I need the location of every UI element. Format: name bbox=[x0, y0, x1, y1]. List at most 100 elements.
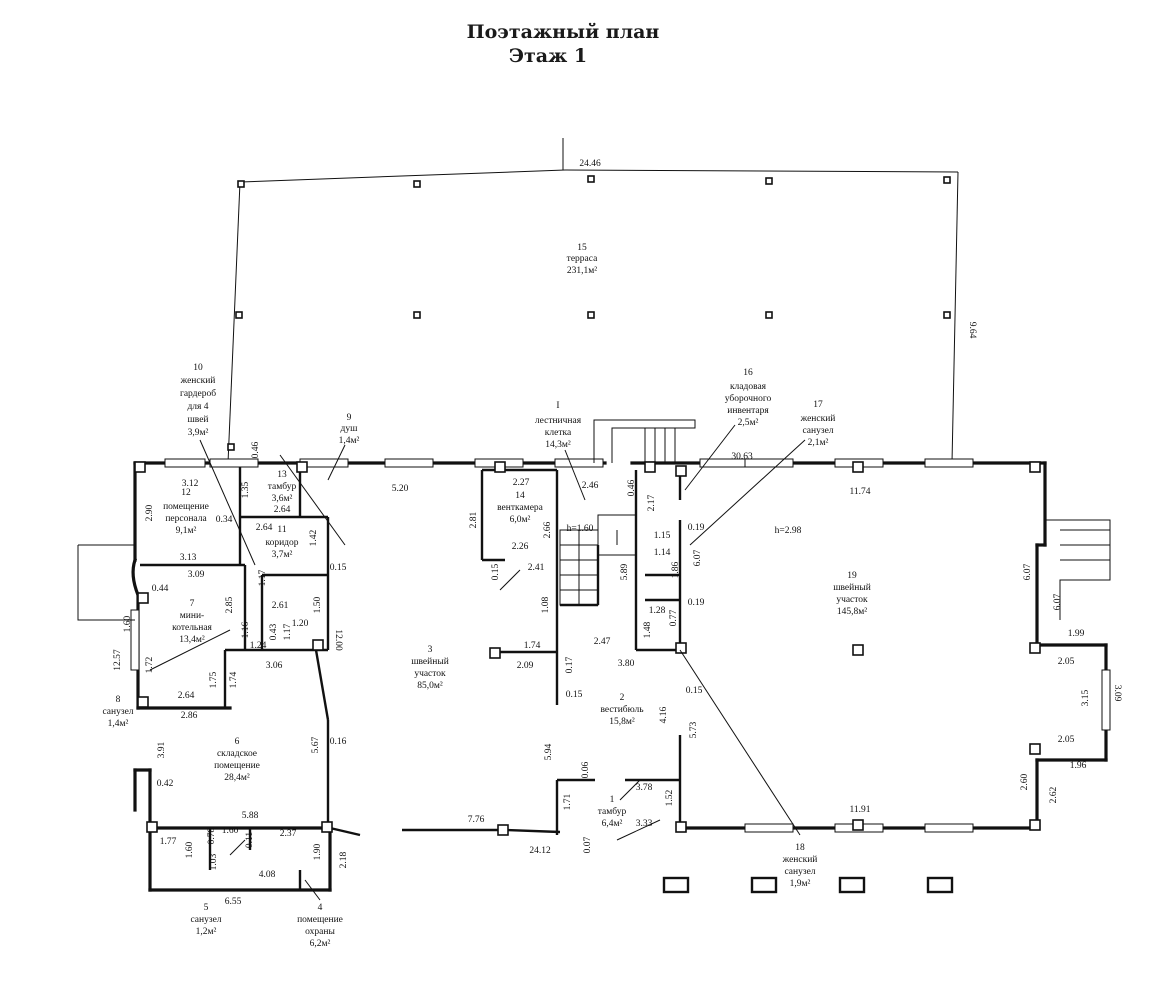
svg-text:1.71: 1.71 bbox=[563, 793, 573, 810]
svg-text:охраны: охраны bbox=[305, 927, 335, 937]
svg-text:3.80: 3.80 bbox=[618, 659, 635, 669]
svg-text:женский: женский bbox=[782, 854, 818, 865]
svg-text:1.35: 1.35 bbox=[241, 481, 251, 498]
svg-text:1.28: 1.28 bbox=[649, 606, 666, 616]
svg-text:5.88: 5.88 bbox=[242, 811, 259, 821]
svg-text:5.73: 5.73 bbox=[689, 721, 699, 738]
svg-text:помещение: помещение bbox=[297, 915, 343, 925]
svg-text:2.05: 2.05 bbox=[1058, 735, 1075, 745]
svg-text:0.11: 0.11 bbox=[245, 832, 255, 849]
svg-text:2.05: 2.05 bbox=[1058, 657, 1075, 667]
svg-text:1.50: 1.50 bbox=[313, 596, 323, 613]
svg-text:1.20: 1.20 bbox=[292, 619, 309, 629]
plan-title-line2: Этаж 1 bbox=[509, 45, 587, 67]
svg-text:душ: душ bbox=[341, 424, 359, 434]
svg-text:30.63: 30.63 bbox=[731, 452, 753, 462]
svg-text:участок: участок bbox=[414, 669, 446, 679]
svg-text:3.33: 3.33 bbox=[636, 819, 653, 829]
room-11-label: 11 коридор 3,7м² bbox=[265, 525, 298, 560]
svg-text:3,7м²: 3,7м² bbox=[272, 550, 293, 560]
svg-text:1.14: 1.14 bbox=[654, 548, 671, 558]
svg-text:1.60: 1.60 bbox=[222, 826, 239, 836]
room-labels: 15 терраса 231,1м² 10 женский гардероб д… bbox=[102, 243, 870, 949]
svg-text:женский: женский bbox=[800, 413, 836, 424]
room-2-label: 2 вестибюль 15,8м² bbox=[600, 693, 644, 727]
svg-text:18: 18 bbox=[795, 843, 805, 853]
svg-text:2: 2 bbox=[620, 693, 625, 703]
room-I-label: I лестничная клетка 14,3м² bbox=[535, 401, 582, 450]
svg-text:11.91: 11.91 bbox=[849, 805, 870, 815]
svg-text:0.07: 0.07 bbox=[583, 836, 593, 853]
svg-text:2.41: 2.41 bbox=[528, 563, 545, 573]
svg-text:0.15: 0.15 bbox=[686, 686, 703, 696]
svg-text:3.12: 3.12 bbox=[182, 479, 199, 489]
svg-text:санузел: санузел bbox=[784, 867, 815, 877]
svg-text:1.74: 1.74 bbox=[524, 641, 541, 651]
svg-text:6: 6 bbox=[235, 737, 240, 747]
svg-text:4.16: 4.16 bbox=[659, 706, 669, 723]
room-7-label: 7 мини- котельная 13,4м² bbox=[172, 599, 212, 645]
svg-text:лестничная: лестничная bbox=[535, 416, 582, 426]
svg-text:2.27: 2.27 bbox=[513, 478, 530, 488]
svg-text:швей: швей bbox=[187, 414, 208, 425]
svg-text:2.60: 2.60 bbox=[1020, 773, 1030, 790]
svg-text:2,1м²: 2,1м² bbox=[808, 438, 829, 448]
room-4-label: 4 помещение охраны 6,2м² bbox=[297, 903, 343, 949]
svg-text:тамбур: тамбур bbox=[268, 481, 297, 492]
room-12-label: 12 помещение персонала 9,1м² bbox=[163, 488, 209, 536]
svg-text:1.77: 1.77 bbox=[160, 837, 177, 847]
svg-text:клетка: клетка bbox=[545, 428, 572, 438]
svg-text:3.13: 3.13 bbox=[180, 553, 197, 563]
room-9-label: 9 душ 1,4м² bbox=[339, 413, 360, 446]
svg-text:1.17: 1.17 bbox=[258, 569, 268, 586]
svg-text:0.77: 0.77 bbox=[669, 609, 679, 626]
exterior-steps bbox=[77, 419, 1111, 894]
room-16-label: 16 кладовая уборочного инвентаря 2,5м² bbox=[725, 368, 772, 428]
svg-text:0.78: 0.78 bbox=[207, 827, 217, 844]
leader-lines bbox=[149, 424, 806, 901]
svg-text:1.96: 1.96 bbox=[1070, 761, 1087, 771]
svg-text:2.61: 2.61 bbox=[272, 601, 289, 611]
svg-text:5.20: 5.20 bbox=[392, 484, 409, 494]
svg-text:2.46: 2.46 bbox=[582, 481, 599, 491]
svg-text:для 4: для 4 bbox=[187, 402, 208, 412]
svg-text:0.43: 0.43 bbox=[269, 623, 279, 640]
svg-text:складское: складское bbox=[217, 749, 257, 759]
svg-text:231,1м²: 231,1м² bbox=[567, 266, 597, 276]
dimension-labels: 24.46 9.64 30.63 11.74 5.20 2.46 0.46 0.… bbox=[113, 159, 1122, 907]
svg-text:0.34: 0.34 bbox=[216, 515, 233, 525]
svg-text:h=1.60: h=1.60 bbox=[567, 524, 594, 534]
svg-text:1.90: 1.90 bbox=[313, 843, 323, 860]
svg-text:4.08: 4.08 bbox=[259, 870, 276, 880]
svg-text:3.78: 3.78 bbox=[636, 783, 653, 793]
svg-text:14,3м²: 14,3м² bbox=[545, 440, 571, 450]
svg-text:персонала: персонала bbox=[165, 514, 207, 524]
svg-text:24.12: 24.12 bbox=[529, 846, 551, 856]
svg-text:0.15: 0.15 bbox=[491, 563, 501, 580]
svg-text:1: 1 bbox=[610, 795, 615, 805]
svg-text:14: 14 bbox=[515, 491, 525, 501]
svg-text:9.64: 9.64 bbox=[967, 322, 977, 339]
svg-text:0.15: 0.15 bbox=[330, 563, 347, 573]
svg-text:1.48: 1.48 bbox=[643, 621, 653, 638]
svg-text:3.91: 3.91 bbox=[157, 741, 167, 758]
svg-text:вестибюль: вестибюль bbox=[600, 704, 644, 715]
interior-stair bbox=[559, 514, 637, 606]
svg-text:санузел: санузел bbox=[802, 426, 833, 436]
svg-text:коридор: коридор bbox=[265, 538, 298, 548]
svg-text:венткамера: венткамера bbox=[497, 503, 544, 513]
svg-text:15: 15 bbox=[577, 243, 587, 253]
svg-text:1.24: 1.24 bbox=[250, 641, 267, 651]
room-6-label: 6 складское помещение 28,4м² bbox=[214, 737, 260, 783]
svg-text:85,0м²: 85,0м² bbox=[417, 681, 443, 691]
room-10-label: 10 женский гардероб для 4 швей 3,9м² bbox=[180, 363, 217, 438]
svg-text:помещение: помещение bbox=[214, 761, 260, 771]
svg-text:санузел: санузел bbox=[102, 707, 133, 717]
svg-text:3,6м²: 3,6м² bbox=[272, 494, 293, 504]
svg-text:1.72: 1.72 bbox=[145, 656, 155, 673]
svg-text:санузел: санузел bbox=[190, 915, 221, 925]
svg-text:6,4м²: 6,4м² bbox=[602, 819, 623, 829]
svg-text:19: 19 bbox=[847, 571, 857, 581]
svg-text:10: 10 bbox=[193, 363, 203, 373]
svg-text:24.46: 24.46 bbox=[579, 159, 601, 169]
